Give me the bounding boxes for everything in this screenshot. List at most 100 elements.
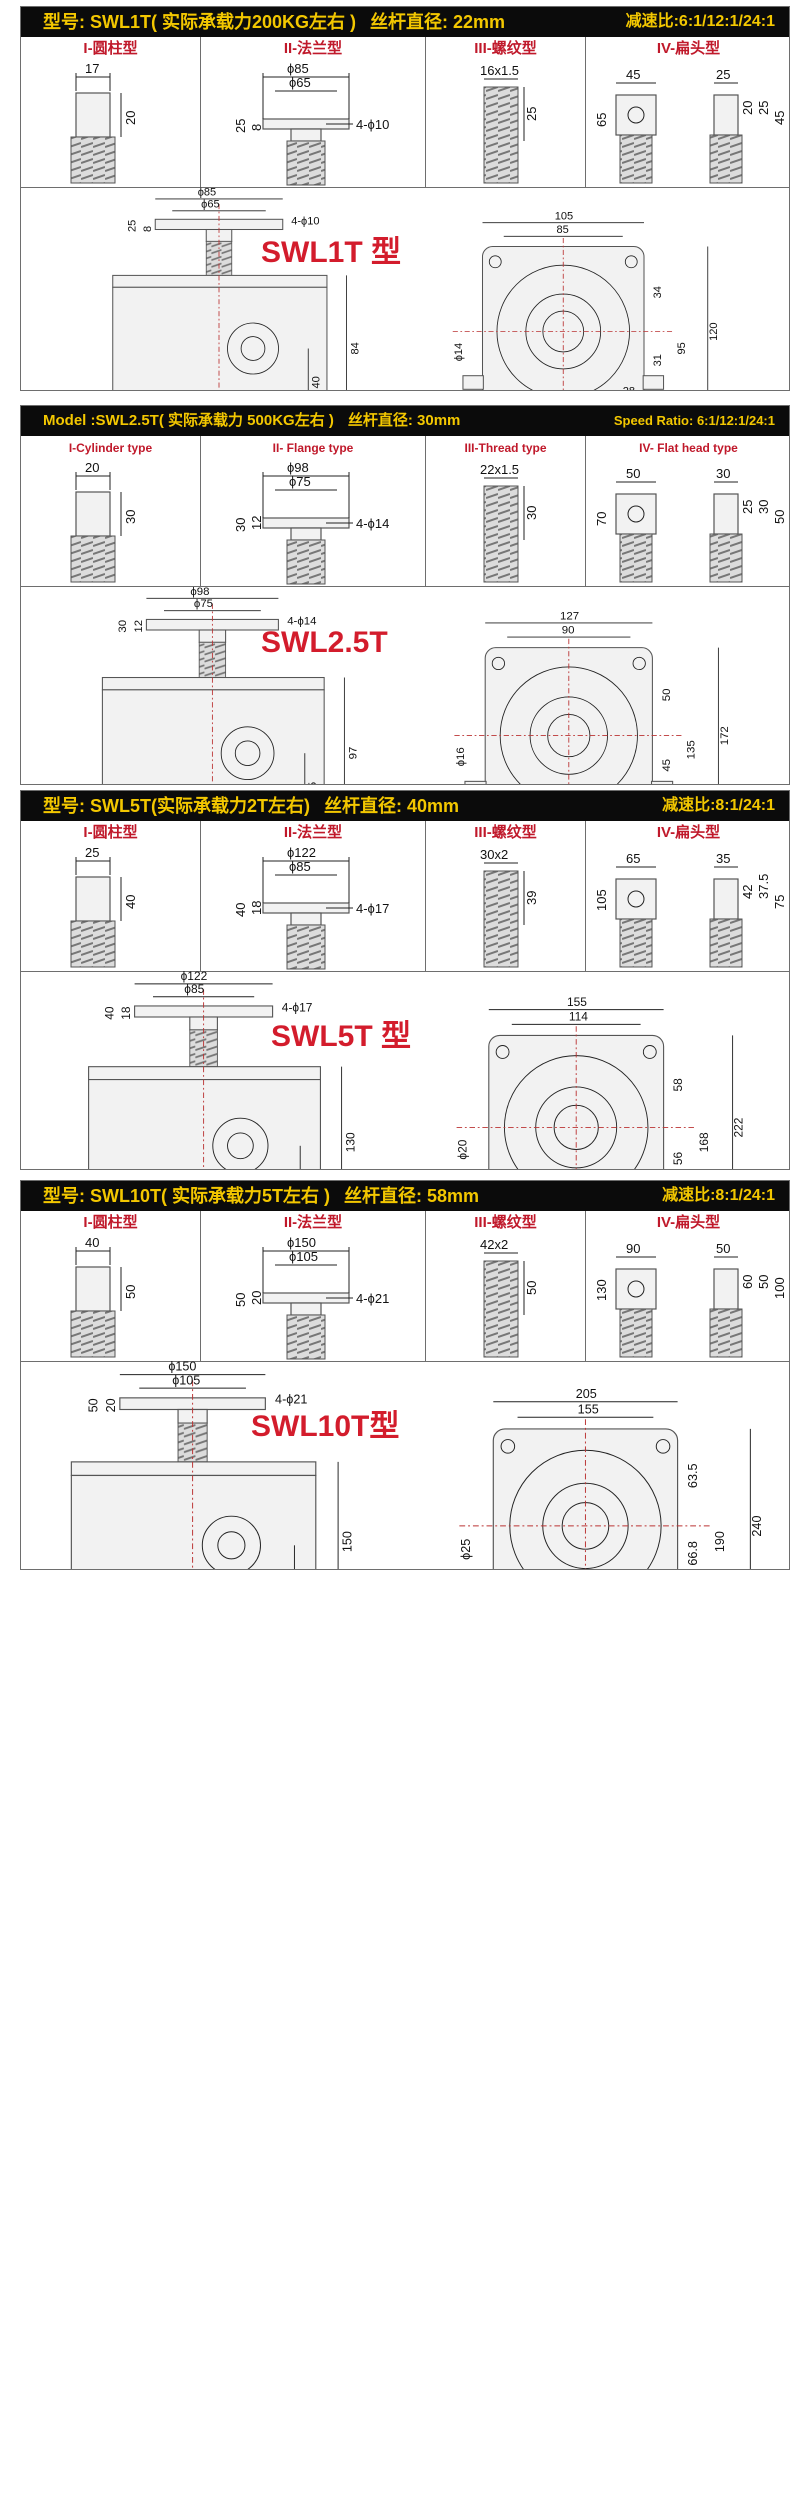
flat-head-type-title: IV-扁头型	[656, 40, 721, 57]
flat-head-type-cell: IV-扁头型 45 65 25 20 25 45	[586, 37, 791, 187]
end-type-row: I-圆柱型 17 20 II-法兰型 ϕ85	[21, 37, 789, 188]
dim-text: 85	[556, 224, 568, 236]
cylinder-type-title: I-圆柱型	[83, 40, 138, 57]
top-view: 155 114 58 56 168 222 ϕ20 6x35 4-ϕ17 228	[456, 995, 746, 1169]
model-name: 型号: SWL5T	[43, 796, 151, 816]
cylinder-type-title: I-圆柱型	[83, 824, 138, 841]
dim-text: 25	[756, 101, 771, 115]
dim-text: 40	[310, 376, 322, 388]
dim-text: 18	[119, 1006, 133, 1020]
dim-text: 20	[85, 460, 99, 475]
dim-text: 16x1.5	[480, 63, 519, 78]
main-drawing-area: SWL1T 型 ϕ	[21, 187, 789, 390]
model-name: 型号: SWL10T	[43, 1186, 162, 1206]
screw-diameter: 丝杆直径: 58mm	[344, 1186, 480, 1206]
dim-text: 95	[676, 342, 688, 354]
dim-text: 8	[142, 226, 154, 232]
thread-type-drawing: 30x2 39	[480, 847, 539, 968]
flat-head-type-title: IV- Flat head type	[639, 441, 738, 455]
dim-text: 63.5	[686, 1464, 700, 1489]
screw-diameter: 丝杆直径: 30mm	[347, 412, 461, 429]
jack-assembly-drawing: ϕ122 ϕ85 4-ϕ17 40 18 130 61 12 20 65 Tr4…	[88, 971, 746, 1169]
thread-type-cell: III-Thread type 22x1.5 30	[426, 436, 586, 586]
dim-text: ϕ150	[168, 1361, 196, 1374]
flat-head-type-drawing: 90 130 50 60 50 100	[594, 1241, 787, 1358]
capacity: ( 实际承载力 500KG左右 )	[158, 412, 334, 429]
cylinder-type-drawing: 25 40	[70, 845, 138, 968]
speed-ratio: 减速比:6:1/12:1/24:1	[625, 13, 775, 30]
main-model-title: SWL5T 型	[271, 1020, 411, 1053]
dim-text: 130	[343, 1132, 357, 1152]
dim-text: 114	[569, 1010, 588, 1024]
dim-text: 20	[123, 111, 138, 125]
dim-text: 90	[562, 625, 575, 637]
jack-assembly-drawing: ϕ98 ϕ75 4-ϕ14 30 12 97 45 10 15 48 Tr30x…	[101, 586, 731, 784]
end-type-row: I-圆柱型 40 50 II-法兰型 ϕ15	[21, 1211, 789, 1362]
dim-text: ϕ14	[453, 343, 465, 361]
dim-text: 25	[233, 119, 248, 133]
dim-text: 65	[626, 851, 640, 866]
dim-text: 240	[750, 1516, 764, 1537]
dim-text: ϕ65	[201, 198, 219, 210]
dim-text: 25	[740, 500, 755, 514]
dim-text: 25	[716, 67, 730, 82]
dim-text: 28	[623, 385, 635, 390]
dim-text: 190	[713, 1531, 727, 1552]
dim-text: 4-ϕ17	[356, 901, 389, 916]
dim-text: 35	[716, 851, 730, 866]
flange-type-cell: II-法兰型 ϕ122 ϕ85 40 18 4-ϕ17	[201, 821, 426, 971]
flat-head-type-drawing: 50 70 30 25 30 50	[594, 466, 787, 583]
dim-text: 39	[524, 891, 539, 905]
flange-type-title: II-法兰型	[283, 1214, 343, 1231]
flat-head-type-cell: IV-扁头型 65 105 35 42 37.5 75	[586, 821, 791, 971]
dim-text: 130	[594, 1279, 609, 1301]
dim-text: 100	[772, 1277, 787, 1299]
jack-assembly-drawing: ϕ150 ϕ105 4-ϕ21 50 20 150 70 16 Tr58x12	[70, 1361, 764, 1569]
top-view: 205 155 63.5 66.8 190 240 ϕ25 8x45 4-ϕ21…	[459, 1387, 764, 1569]
cylinder-type-cell: I-Cylinder type 20 30	[21, 436, 201, 586]
thread-type-drawing: 16x1.5 25	[480, 63, 539, 184]
cylinder-type-drawing: 40 50	[70, 1235, 138, 1358]
thread-type-title: III-螺纹型	[474, 1214, 537, 1231]
dim-text: 58	[671, 1078, 685, 1092]
cylinder-type-title: I-Cylinder type	[68, 441, 153, 455]
cylinder-type-title: I-圆柱型	[83, 1214, 138, 1231]
dim-text: 30	[756, 500, 771, 514]
dim-text: 168	[697, 1132, 711, 1152]
dim-text: 172	[719, 726, 731, 745]
speed-ratio: 减速比:8:1/24:1	[662, 797, 775, 814]
dim-text: 45	[661, 759, 673, 772]
dim-text: ϕ122	[287, 845, 316, 860]
thread-type-cell: III-螺纹型 42x2 50	[426, 1211, 586, 1361]
dim-text: 25	[524, 107, 539, 121]
dim-text: 22x1.5	[480, 462, 519, 477]
dim-text: 30x2	[480, 847, 508, 862]
capacity: (实际承载力2T左右)	[151, 796, 310, 816]
top-view: 127 90 50 45 135 172 ϕ16 5x32 36 4-ϕ14 1…	[454, 610, 731, 784]
dim-text: 8	[249, 124, 264, 131]
dim-text: 45	[772, 111, 787, 125]
dim-text: 30	[716, 466, 730, 481]
dim-text: ϕ65	[289, 75, 311, 90]
dim-text: 50	[233, 1293, 248, 1307]
dim-text: ϕ150	[287, 1235, 316, 1250]
flat-head-type-drawing: 65 105 35 42 37.5 75	[594, 851, 787, 968]
dim-text: 105	[594, 889, 609, 911]
speed-ratio: 减速比:8:1/24:1	[662, 1187, 775, 1204]
flange-type-title: II- Flange type	[272, 441, 354, 455]
dim-text: ϕ20	[456, 1139, 470, 1159]
flange-type-cell: II- Flange type ϕ98 ϕ75 30 12 4-ϕ14	[201, 436, 426, 586]
main-model-title: SWL10T型	[251, 1410, 400, 1443]
main-drawing-area: SWL5T 型 ϕ	[21, 971, 789, 1169]
thread-type-drawing: 42x2 50	[480, 1237, 539, 1358]
flat-head-type-drawing: 45 65 25 20 25 45	[594, 67, 787, 184]
dim-text: 30	[117, 620, 129, 633]
top-view: 105 85 34 31 95 120 ϕ14 5x25 28 4-ϕ9 161	[452, 210, 720, 390]
dim-text: 42	[740, 885, 755, 899]
dim-text: 50	[756, 1275, 771, 1289]
dim-text: 4-ϕ10	[356, 117, 389, 132]
flat-head-type-title: IV-扁头型	[656, 824, 721, 841]
dim-text: 127	[560, 610, 579, 622]
screw-diameter: 丝杆直径: 40mm	[324, 796, 460, 816]
